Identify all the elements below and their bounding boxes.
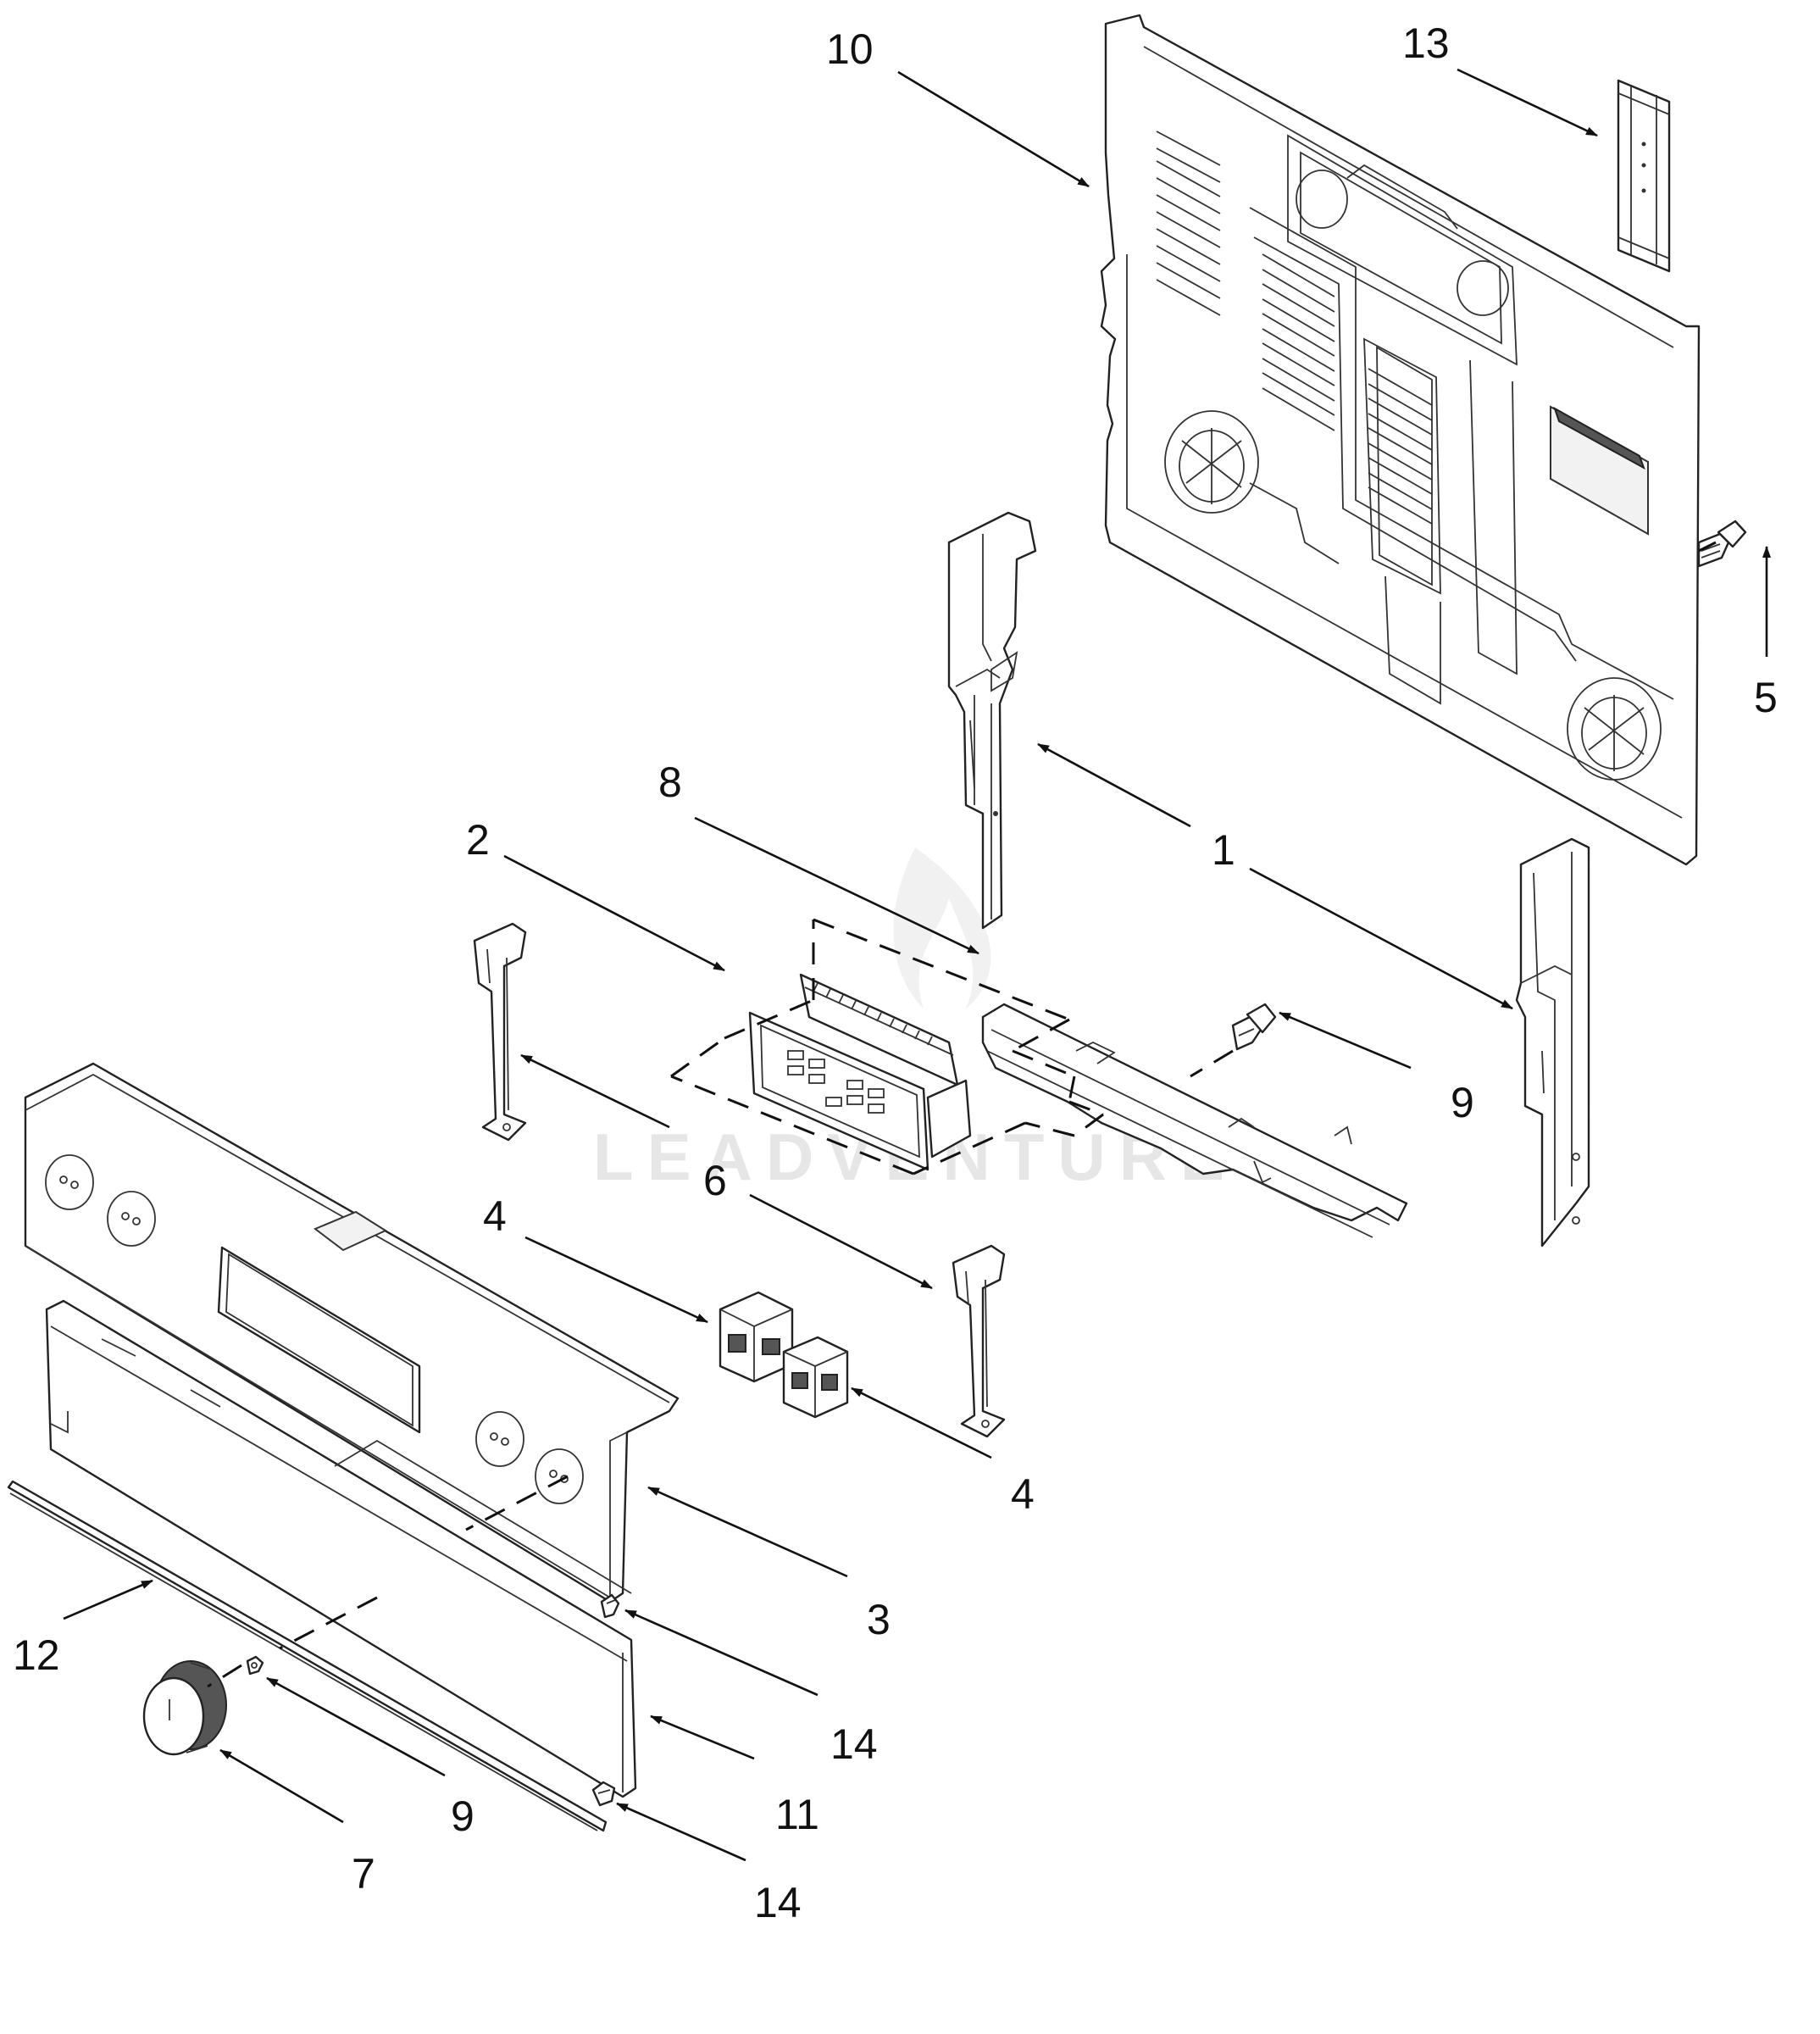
arrow-13 <box>1457 68 1598 137</box>
fan-cutout-left <box>1164 410 1259 514</box>
arrow-12 <box>63 1579 153 1620</box>
clip-part-14-upper <box>600 1593 620 1619</box>
screw-part-9-upper <box>1231 1003 1277 1051</box>
dashed-outline-part-2 <box>670 918 1104 1175</box>
callout-9-upper: 9 <box>1451 1079 1474 1126</box>
knob-position-1 <box>45 1154 94 1210</box>
arrow-7 <box>219 1748 344 1824</box>
side-bracket-left-part-1 <box>947 511 1037 930</box>
callout-12: 12 <box>13 1631 60 1679</box>
knob-part-7 <box>142 1660 227 1756</box>
vent-slots-lower <box>1368 368 1433 525</box>
knob-position-3 <box>475 1411 524 1467</box>
arrow-1-right <box>1249 867 1513 1010</box>
callout-9-lower: 9 <box>451 1792 474 1840</box>
screw-part-5 <box>1697 520 1747 568</box>
callout-3: 3 <box>867 1596 891 1643</box>
install-line-screw-upper <box>1190 1049 1234 1078</box>
vent-slots-middle <box>1262 253 1335 431</box>
switch-part-4-lower <box>782 1336 849 1419</box>
board-display-keys <box>787 1050 885 1114</box>
knob-position-2 <box>107 1191 156 1247</box>
install-line-knob-upper <box>465 1475 569 1531</box>
vent-slots-upper <box>1156 131 1221 316</box>
control-board-part-2 <box>748 973 972 1171</box>
callout-7: 7 <box>352 1850 375 1898</box>
switch-part-4-upper <box>719 1291 794 1383</box>
callout-4-lower: 4 <box>1011 1470 1035 1518</box>
arrow-3 <box>647 1486 848 1578</box>
arrow-1-left <box>1037 742 1191 828</box>
arrow-4-lower <box>851 1387 992 1459</box>
arrow-14-upper <box>624 1609 818 1697</box>
callout-5: 5 <box>1754 674 1778 721</box>
install-line-knob-lower <box>279 1596 378 1650</box>
install-line-screw-5 <box>1698 541 1717 553</box>
arrow-2 <box>503 854 725 972</box>
callout-13: 13 <box>1402 19 1450 67</box>
arrow-9-upper <box>1279 1011 1412 1070</box>
screw-part-9-lower <box>246 1655 264 1676</box>
callout-6: 6 <box>703 1157 727 1204</box>
callout-labels: 10 13 5 8 2 1 9 6 4 4 3 12 14 9 11 7 14 <box>13 19 1778 1926</box>
arrow-4-upper <box>524 1236 708 1324</box>
clip-part-14-lower <box>591 1781 616 1807</box>
arrow-14-lower <box>616 1802 746 1862</box>
lower-panel-part-11 <box>45 1299 637 1798</box>
callout-10: 10 <box>826 25 874 73</box>
callout-14-lower: 14 <box>754 1879 802 1926</box>
bracket-part-13 <box>1617 79 1671 273</box>
callout-4-upper: 4 <box>483 1192 507 1240</box>
arrow-9-lower <box>266 1676 446 1777</box>
bracket-part-6-right <box>952 1244 1006 1438</box>
control-bracket-part-8 <box>981 1003 1408 1238</box>
callout-1: 1 <box>1212 826 1235 874</box>
fan-cutout-right <box>1567 677 1662 781</box>
arrow-8 <box>694 816 979 955</box>
side-bracket-right-part-1 <box>1515 837 1590 1248</box>
console-panel-part-3 <box>24 1062 680 1603</box>
arrow-11 <box>650 1714 755 1760</box>
callout-14-upper: 14 <box>830 1720 878 1768</box>
leader-arrows <box>63 68 1771 1862</box>
callout-11: 11 <box>775 1791 819 1838</box>
arrow-6-left <box>520 1053 670 1129</box>
board-connector-pins <box>813 982 933 1046</box>
callout-2: 2 <box>466 816 490 864</box>
install-line-knob-front <box>207 1664 242 1688</box>
arrow-6-right <box>749 1193 933 1290</box>
trim-strip-part-12 <box>7 1480 608 1832</box>
bracket-part-6-left <box>473 922 527 1142</box>
back-panel-part-10 <box>1100 14 1701 866</box>
arrow-10 <box>897 70 1090 188</box>
callout-8: 8 <box>658 759 682 806</box>
